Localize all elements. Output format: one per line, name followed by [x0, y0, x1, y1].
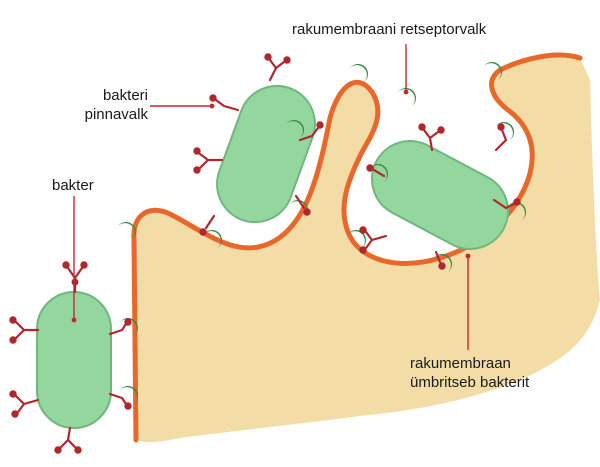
surface-protein-13 — [418, 123, 445, 152]
surface-protein-9 — [193, 147, 224, 174]
surface-protein-label-line2: pinnavalk — [84, 106, 148, 123]
surface-protein-17 — [492, 198, 521, 210]
surface-protein-6 — [108, 392, 132, 410]
surface-protein-11 — [298, 121, 324, 142]
bacterium-middle — [216, 84, 316, 224]
surface-protein-1 — [62, 261, 88, 294]
receptor-6 — [350, 64, 368, 82]
surface-protein-7 — [264, 53, 291, 82]
cell-membrane — [131, 52, 583, 443]
surface-protein-label: bakteri pinnavalk — [66, 86, 148, 124]
bacterium-label: bakter — [52, 177, 94, 194]
surface-protein-18 — [494, 123, 508, 152]
membrane-label-line1: rakumembraan — [410, 355, 511, 372]
leader-lines — [71, 44, 471, 350]
surface-protein-2 — [9, 316, 40, 344]
bacterium-engulfed — [370, 140, 510, 250]
receptor-protein-label: rakumembraani retseptorvalk — [292, 21, 487, 38]
membrane-label: rakumembraan ümbritseb bakterit — [410, 354, 529, 392]
bacterial-surface-proteins — [9, 53, 521, 454]
surface-protein-16 — [434, 250, 446, 270]
surface-protein-8 — [209, 94, 240, 112]
surface-protein-15 — [359, 226, 388, 254]
surface-protein-12 — [294, 194, 311, 216]
surface-protein-label-line1: bakteri — [102, 87, 148, 104]
membrane-label-line2: ümbritseb bakterit — [410, 374, 530, 391]
surface-protein-14 — [366, 164, 386, 178]
surface-protein-4 — [54, 426, 82, 454]
surface-protein-10 — [199, 214, 216, 236]
surface-protein-3 — [9, 390, 40, 418]
surface-protein-5 — [108, 318, 132, 336]
cell-cytoplasm — [133, 55, 600, 443]
